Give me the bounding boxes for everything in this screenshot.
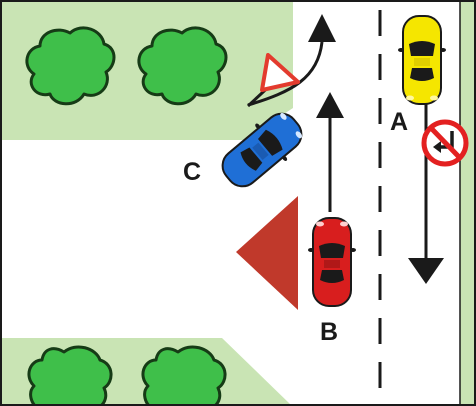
car-b-label: B [320,318,339,346]
straight-up-arrow [316,92,344,212]
car-a [398,15,446,105]
bush-top-1 [25,26,116,106]
warning-triangle-shape [236,196,298,310]
yield-sign-icon [246,53,300,108]
car-c [221,112,303,188]
grass-right-edge [460,2,474,404]
bush-top-2 [137,26,228,106]
straight-down-arrow [408,100,444,284]
no-left-turn-sign-icon [421,119,469,167]
bush-bottom-1 [27,345,113,406]
car-b [308,217,356,307]
car-c-label: C [183,158,202,186]
car-a-label: A [390,108,409,136]
bush-bottom-2 [141,345,227,406]
